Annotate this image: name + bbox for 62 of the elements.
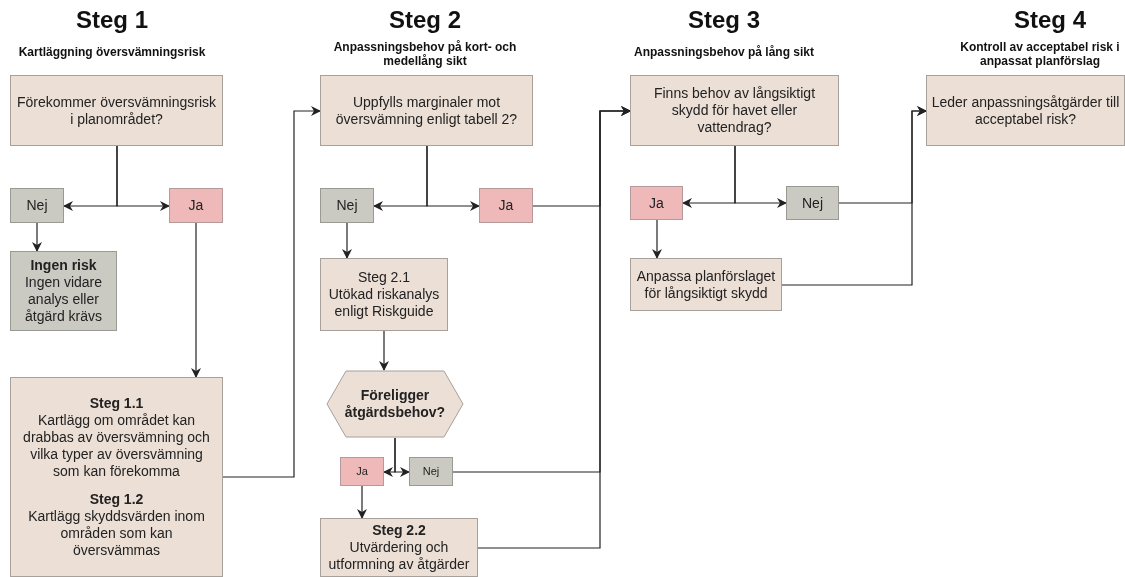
process-box [320,258,448,331]
yes-box [479,188,533,223]
node-text: Steg 2.2 [372,522,426,540]
node-text: Nej [802,194,823,212]
node-text: Anpassa planförslaget för långsiktigt skydd [635,267,777,302]
decision-hexagon [326,370,464,438]
node-text: Kartlägg om området kan drabbas av översvämning och vilka typer av översvämning som kan förekomma [22,412,211,480]
question-box [926,75,1125,146]
node-text: Leder anpassningsåtgärder till acceptabel risk? [931,93,1120,128]
result-box [10,251,117,331]
question-box [10,75,223,146]
node-text: Uppfylls marginaler mot översvämning enligt tabell 2? [334,93,519,128]
arrow [222,106,321,478]
arrow [652,219,662,259]
yes-box [630,186,683,220]
node-text: Ja [498,197,514,214]
node-text: Ja [649,194,664,212]
step-heading: Steg 2 [388,6,462,35]
arrow [32,222,42,252]
node-text: Ingen vidare analys eller åtgärd krävs [23,274,104,325]
node-text: Steg 1.1 [89,395,144,413]
no-box [786,186,839,220]
arrow [477,106,631,549]
process-box [10,377,223,577]
node-text: Utvärdering och utformning av åtgärder [327,539,471,573]
arrow [342,222,352,259]
step-subtitle: Anpassningsbehov på kort- och medellång sikt [332,40,518,69]
arrow [426,145,480,211]
step-heading: Steg 3 [687,6,761,35]
arrow [394,437,410,477]
node-text: Steg 1.2 [89,491,144,509]
no-box [10,188,64,223]
arrow [191,222,201,378]
node-text: Finns behov av långsiktigt skydd för havet eller vattendrag? [652,85,817,136]
arrow [379,330,389,371]
no-box [320,188,374,223]
arrow [734,145,787,208]
node-text: Nej [422,464,440,479]
no-box [409,457,453,486]
step-heading: Steg 4 [1013,6,1087,35]
node-text: Ingen risk [30,257,97,275]
node-text: Steg 2.1 [357,269,411,287]
step-subtitle: Kartläggning översvämningsrisk [17,45,207,60]
node-text: Ja [188,197,204,214]
yes-box [340,457,384,486]
yes-box [169,188,223,223]
arrow [357,485,367,519]
question-box [320,75,533,146]
node-text: Utökad riskanalys enligt Riskguide [327,286,441,320]
arrow [781,106,927,286]
step-subtitle: Anpassningsbehov på lång sikt [632,45,815,60]
arrow [116,145,170,211]
step-heading: Steg 1 [75,6,149,35]
process-box [630,258,782,311]
question-box [630,75,839,146]
node-text: Föreligger åtgärdsbehov? [343,387,447,421]
node-text: Kartlägg skyddsvärden inom områden som kan översvämmas [27,508,206,559]
process-box [320,518,478,577]
node-text: Ja [356,464,368,479]
node-text: Förekommer översvämningsrisk i planområdet? [15,93,218,128]
node-text: Nej [26,197,48,214]
node-text: Nej [336,197,358,214]
